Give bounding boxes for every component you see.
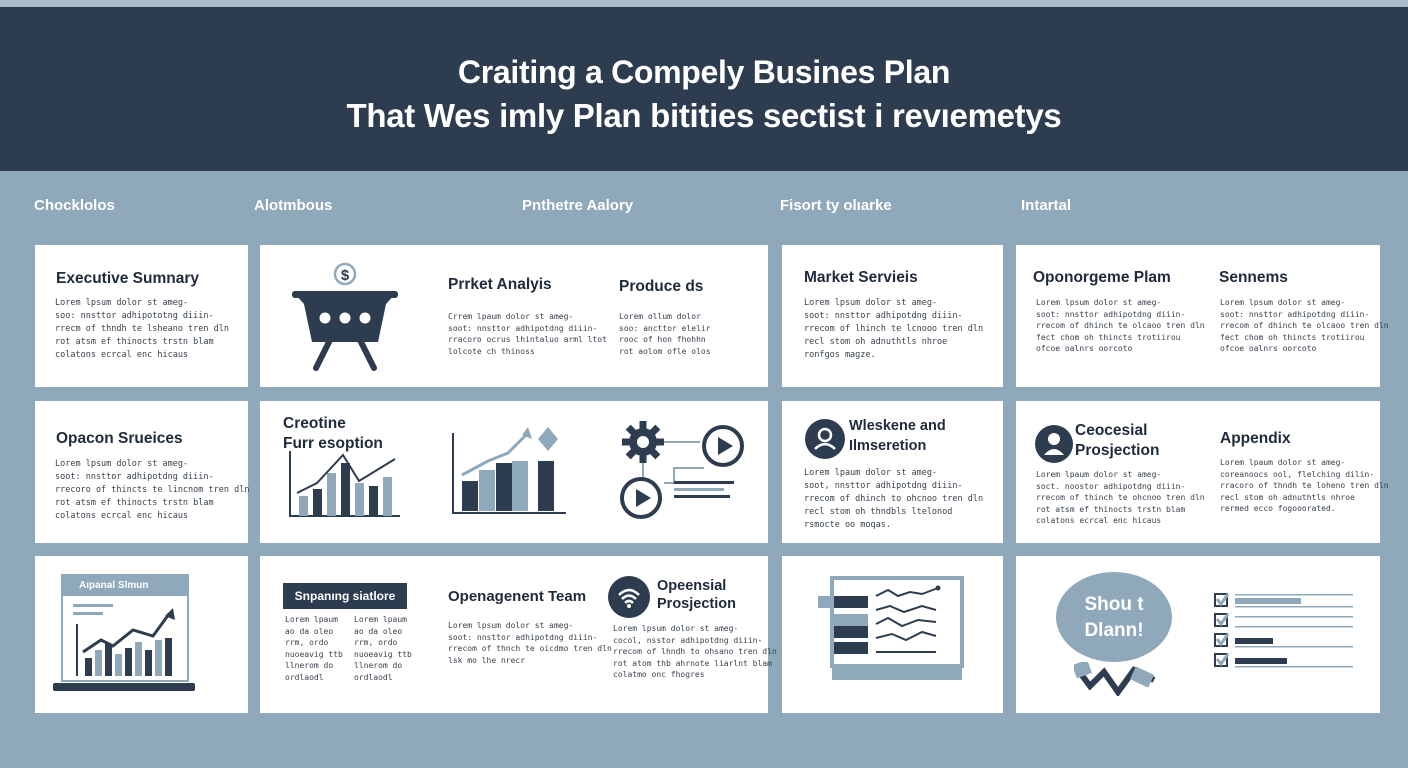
card-dashboard[interactable]	[782, 556, 1003, 713]
dashboard-icon	[818, 576, 964, 680]
card-body: Lorem lpaum dolor st ameg- soct. noostor…	[1036, 470, 1205, 525]
card-body-2: Lorem lpaum dolor st ameg- coreanoocs oo…	[1220, 458, 1389, 513]
top-strip	[0, 0, 1408, 7]
column-label-3: Pnthetre Aalory	[522, 197, 634, 214]
card-body-3: Lorem lpsum dolor st ameg- soot: nnsttor…	[448, 621, 612, 665]
monitor-header	[61, 574, 189, 596]
wifi-icon	[608, 576, 650, 618]
card-body: Lorem lpsum dolor st ameg- soo: nnsttor …	[55, 298, 229, 360]
card-body-2: Lorem lpsum dolor st ameg- soot: nnsttor…	[1220, 298, 1389, 353]
card-body: Lorem lpaum dolor st ameg- soot, nnsttor…	[804, 468, 984, 530]
card-projection[interactable]: Ceocesial Prosjection Lorem lpaum dolor …	[1016, 401, 1389, 543]
card-market-analysis[interactable]: $ Prrket Analyis Crrem lpaum dolor st am…	[260, 245, 768, 387]
person-icon	[1035, 425, 1073, 463]
card-title: Executive Sumnary	[56, 270, 200, 287]
card-title: Wleskene and Ilmseretion	[849, 418, 946, 454]
play-icon[interactable]	[619, 476, 663, 520]
card-opacon-services[interactable]: Opacon Srueices Lorem lpsum dolor st ame…	[35, 401, 250, 543]
card-body-4: Lorem lpsum dolor st ameg- cocol, nsstor…	[613, 624, 777, 679]
card-market-services[interactable]: Market Servieis Lorem lpsum dolor st ame…	[782, 245, 1003, 387]
page-subtitle: That Wes imly Plan bitities sectist i re…	[346, 97, 1062, 134]
card-title: Opacon Srueices	[56, 430, 183, 447]
trend-chart-icon	[73, 604, 175, 676]
column-label-4: Fisort ty olıarke	[780, 197, 892, 214]
section-banner: Snpanıng siatlore	[283, 583, 407, 609]
page-title: Craiting a Compely Busines Plan	[457, 54, 951, 90]
card-speech[interactable]: Shou t Dlann!	[1016, 556, 1380, 713]
card-subtitle: Produce ds	[619, 278, 704, 295]
card-body: Lorem lpsum dolor st ameg- soot: nnsttor…	[1036, 298, 1205, 353]
svg-text:$: $	[341, 267, 350, 284]
person-icon	[805, 419, 845, 459]
card-title: Oponorgeme Plam	[1033, 269, 1171, 286]
connector-lines	[664, 467, 734, 498]
card-charts[interactable]: Creotine Furr esoption	[260, 401, 768, 543]
monitor-stand	[53, 683, 195, 691]
card-team[interactable]: Snpanıng siatlore Lorem lpaum ao da oleo…	[260, 556, 777, 713]
speech-tail-icon	[1074, 662, 1156, 696]
card-subtitle: Appendix	[1220, 430, 1291, 447]
card-body: Crrem lpaum dolor st ameg- soot: nnsttor…	[448, 312, 607, 356]
card-title: Market Servieis	[804, 269, 918, 286]
card-title: Creotine Furr esoption	[283, 415, 383, 452]
card-body-2: Lorem ollum dolor soo: ancttor elelir ro…	[619, 312, 711, 356]
bar-chart-icon	[289, 451, 400, 517]
dollar-basket-icon: $	[292, 262, 398, 371]
card-body: Lorem lpaum ao da oleo rrm, ordo nuoeavi…	[285, 615, 343, 682]
card-title: Openagenent Team	[448, 588, 587, 605]
growth-chart-icon	[452, 427, 566, 514]
speech-bubble: Shou t Dlann!	[1056, 572, 1172, 662]
card-body: Lorem lpsum dolor st ameg- soot: nnsttor…	[804, 298, 984, 360]
monitor-title: Aıpanal Slmun	[79, 580, 149, 591]
header-banner: Craiting a Compely Busines Plan That Wes…	[0, 7, 1408, 171]
card-title: Prrket Analyis	[448, 276, 552, 293]
column-label-5: Intartal	[1021, 197, 1072, 214]
checklist-icon	[1214, 593, 1353, 668]
column-label-2: Alotmbous	[254, 197, 333, 214]
column-label-1: Chocklolos	[34, 197, 115, 214]
card-subtitle: Opeensial Prosjection	[657, 578, 736, 612]
card-title: Ceocesial Prosjection	[1075, 422, 1160, 459]
card-operating-plan[interactable]: Oponorgeme Plam Lorem lpsum dolor st ame…	[1016, 245, 1389, 387]
card-body: Lorem lpsum dolor st ameg- soot: nnsttor…	[55, 459, 250, 521]
card-body-2: Lorem lpaum ao da oleo rrm, ordo nuoeavi…	[354, 615, 412, 682]
card-subtitle: Sennems	[1219, 269, 1288, 286]
card-executive-summary[interactable]: Executive Sumnary Lorem lpsum dolor st a…	[35, 245, 248, 387]
card-apanal[interactable]: Aıpanal Slmun	[35, 556, 248, 713]
play-icon[interactable]	[701, 424, 745, 468]
card-weakness[interactable]: Wleskene and Ilmseretion Lorem lpaum dol…	[782, 401, 1003, 543]
